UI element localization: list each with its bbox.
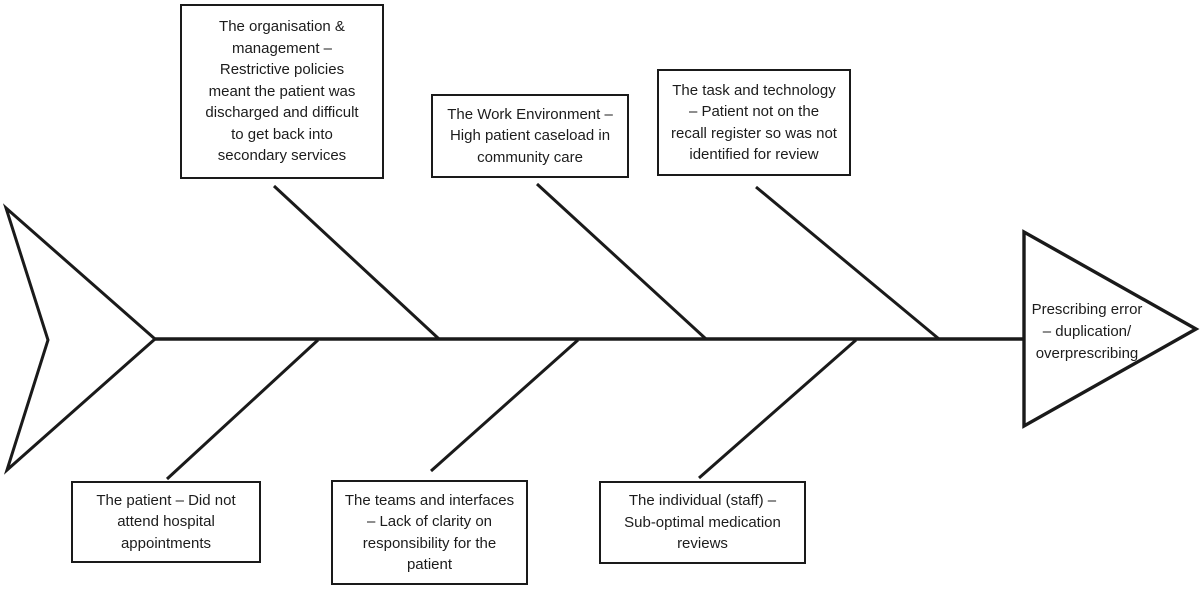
cause-label-teams-interfaces: The teams and interfaces – Lack of clari… [344,491,515,574]
cause-box-patient: The patient – Did not attend hospital ap… [71,481,261,563]
cause-box-task-technology: The task and technology – Patient not on… [657,69,851,176]
cause-label-individual-staff: The individual (staff) – Sub-optimal med… [624,492,781,553]
cause-box-organisation-management: The organisation & management – Restrict… [180,4,384,179]
rib-line-bottom-2 [430,338,579,473]
fish-tail-shape [2,203,158,475]
rib-line-bottom-1 [165,338,320,481]
cause-label-work-environment: The Work Environment – High patient case… [447,105,613,166]
cause-box-teams-interfaces: The teams and interfaces – Lack of clari… [331,480,528,585]
fish-head-arrow [1022,229,1200,429]
rib-line-bottom-3 [698,338,857,480]
rib-line-top-2 [535,182,708,341]
rib-line-top-3 [755,185,940,341]
cause-label-organisation-management: The organisation & management – Restrict… [205,18,359,165]
cause-box-work-environment: The Work Environment – High patient case… [431,94,629,178]
cause-label-patient: The patient – Did not attend hospital ap… [96,491,236,552]
effect-label: Prescribing error – duplication/ overpre… [1031,301,1143,362]
rib-line-top-1 [272,184,441,341]
cause-box-individual-staff: The individual (staff) – Sub-optimal med… [599,481,806,564]
cause-label-task-technology: The task and technology – Patient not on… [671,81,837,164]
